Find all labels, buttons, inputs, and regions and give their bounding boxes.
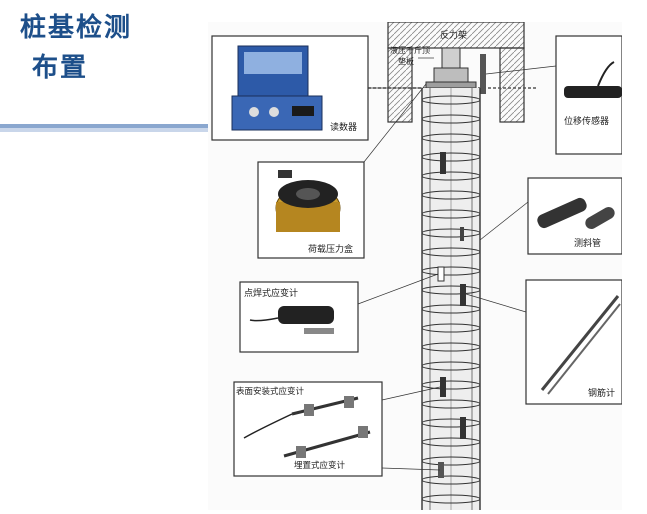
stirrup-hoop — [421, 228, 481, 238]
pile-body — [421, 88, 481, 510]
stirrup-hoop — [421, 152, 481, 162]
pile-test-layout-figure: 反力架 液压千斤顶 垫板 — [208, 21, 623, 510]
stirrup-hoop — [421, 304, 481, 314]
load-cell-box: 荷载压力盒 — [257, 83, 427, 259]
pile-diagram-svg: 反力架 液压千斤顶 垫板 — [211, 21, 623, 510]
reaction-frame: 反力架 — [387, 21, 525, 123]
stirrup-hoop — [421, 418, 481, 428]
stirrup-hoop — [421, 95, 481, 105]
surface-strain-gauge-label: 表面安装式应变计 — [236, 386, 305, 397]
inclinometer-tube-box: 测斜管 — [479, 177, 623, 255]
stirrup-hoop — [421, 114, 481, 124]
displacement-sensor-label: 位移传感器 — [564, 115, 609, 127]
stirrup-hoop — [421, 456, 481, 466]
strain-gauges-box: 表面安装式应变计 埋置式应变计 — [233, 381, 441, 477]
stirrup-hoop — [421, 133, 481, 143]
reaction-frame-label: 反力架 — [440, 29, 467, 41]
left-panel: 桩基检测 布置 — [0, 0, 208, 510]
title-underline-rule — [0, 124, 208, 132]
slide-title-line-1: 桩基检测 — [20, 13, 133, 43]
stirrup-hoop — [421, 209, 481, 219]
displacement-sensor-box: 位移传感器 — [485, 35, 623, 155]
rebar-meter-3 — [440, 377, 446, 397]
stirrup-hoop — [421, 266, 481, 276]
rebar-meter-label: 钢筋计 — [588, 387, 615, 399]
rebar-meter-2 — [460, 284, 466, 306]
welded-strain-gauge-box: 点焊式应变计 — [239, 273, 439, 353]
jack-label: 液压千斤顶 — [390, 45, 430, 55]
stirrup-hoop — [421, 285, 481, 295]
stirrup-hoop — [421, 361, 481, 371]
welded-strain-gauge-label: 点焊式应变计 — [244, 287, 298, 299]
embedded-gauge-marker — [438, 462, 444, 478]
hydraulic-jack: 液压千斤顶 垫板 — [390, 45, 486, 94]
rebar-meter-1 — [440, 152, 446, 174]
stirrup-hoop — [421, 380, 481, 390]
readout-label: 读数器 — [330, 121, 357, 133]
steel-plate-label: 垫板 — [398, 56, 414, 66]
stirrup-hoop — [421, 494, 481, 504]
stirrup-hoop — [421, 437, 481, 447]
inclinometer-tube-label: 测斜管 — [574, 237, 601, 249]
stirrup-hoop — [421, 247, 481, 257]
stirrup-hoop — [421, 342, 481, 352]
stirrup-hoops — [421, 95, 481, 504]
stirrup-hoop — [421, 475, 481, 485]
slide-title-line-2: 布置 — [32, 53, 89, 83]
top-margin — [208, 0, 622, 22]
welded-gauge-marker — [437, 266, 445, 282]
displacement-rod — [480, 54, 486, 94]
readout-box: 读数器 — [211, 35, 422, 141]
stirrup-hoop — [421, 171, 481, 181]
slide-title: 桩基检测 布置 — [20, 8, 132, 88]
embedded-strain-gauge-label: 埋置式应变计 — [294, 460, 346, 471]
stirrup-hoop — [421, 190, 481, 200]
load-cell-label: 荷载压力盒 — [308, 243, 353, 255]
rebar-meter-4 — [460, 417, 466, 439]
rebar-meter-box: 钢筋计 — [465, 279, 623, 405]
right-margin — [622, 0, 647, 510]
strain-gauge-1 — [460, 227, 464, 241]
stirrup-hoop — [421, 399, 481, 409]
stirrup-hoop — [421, 323, 481, 333]
